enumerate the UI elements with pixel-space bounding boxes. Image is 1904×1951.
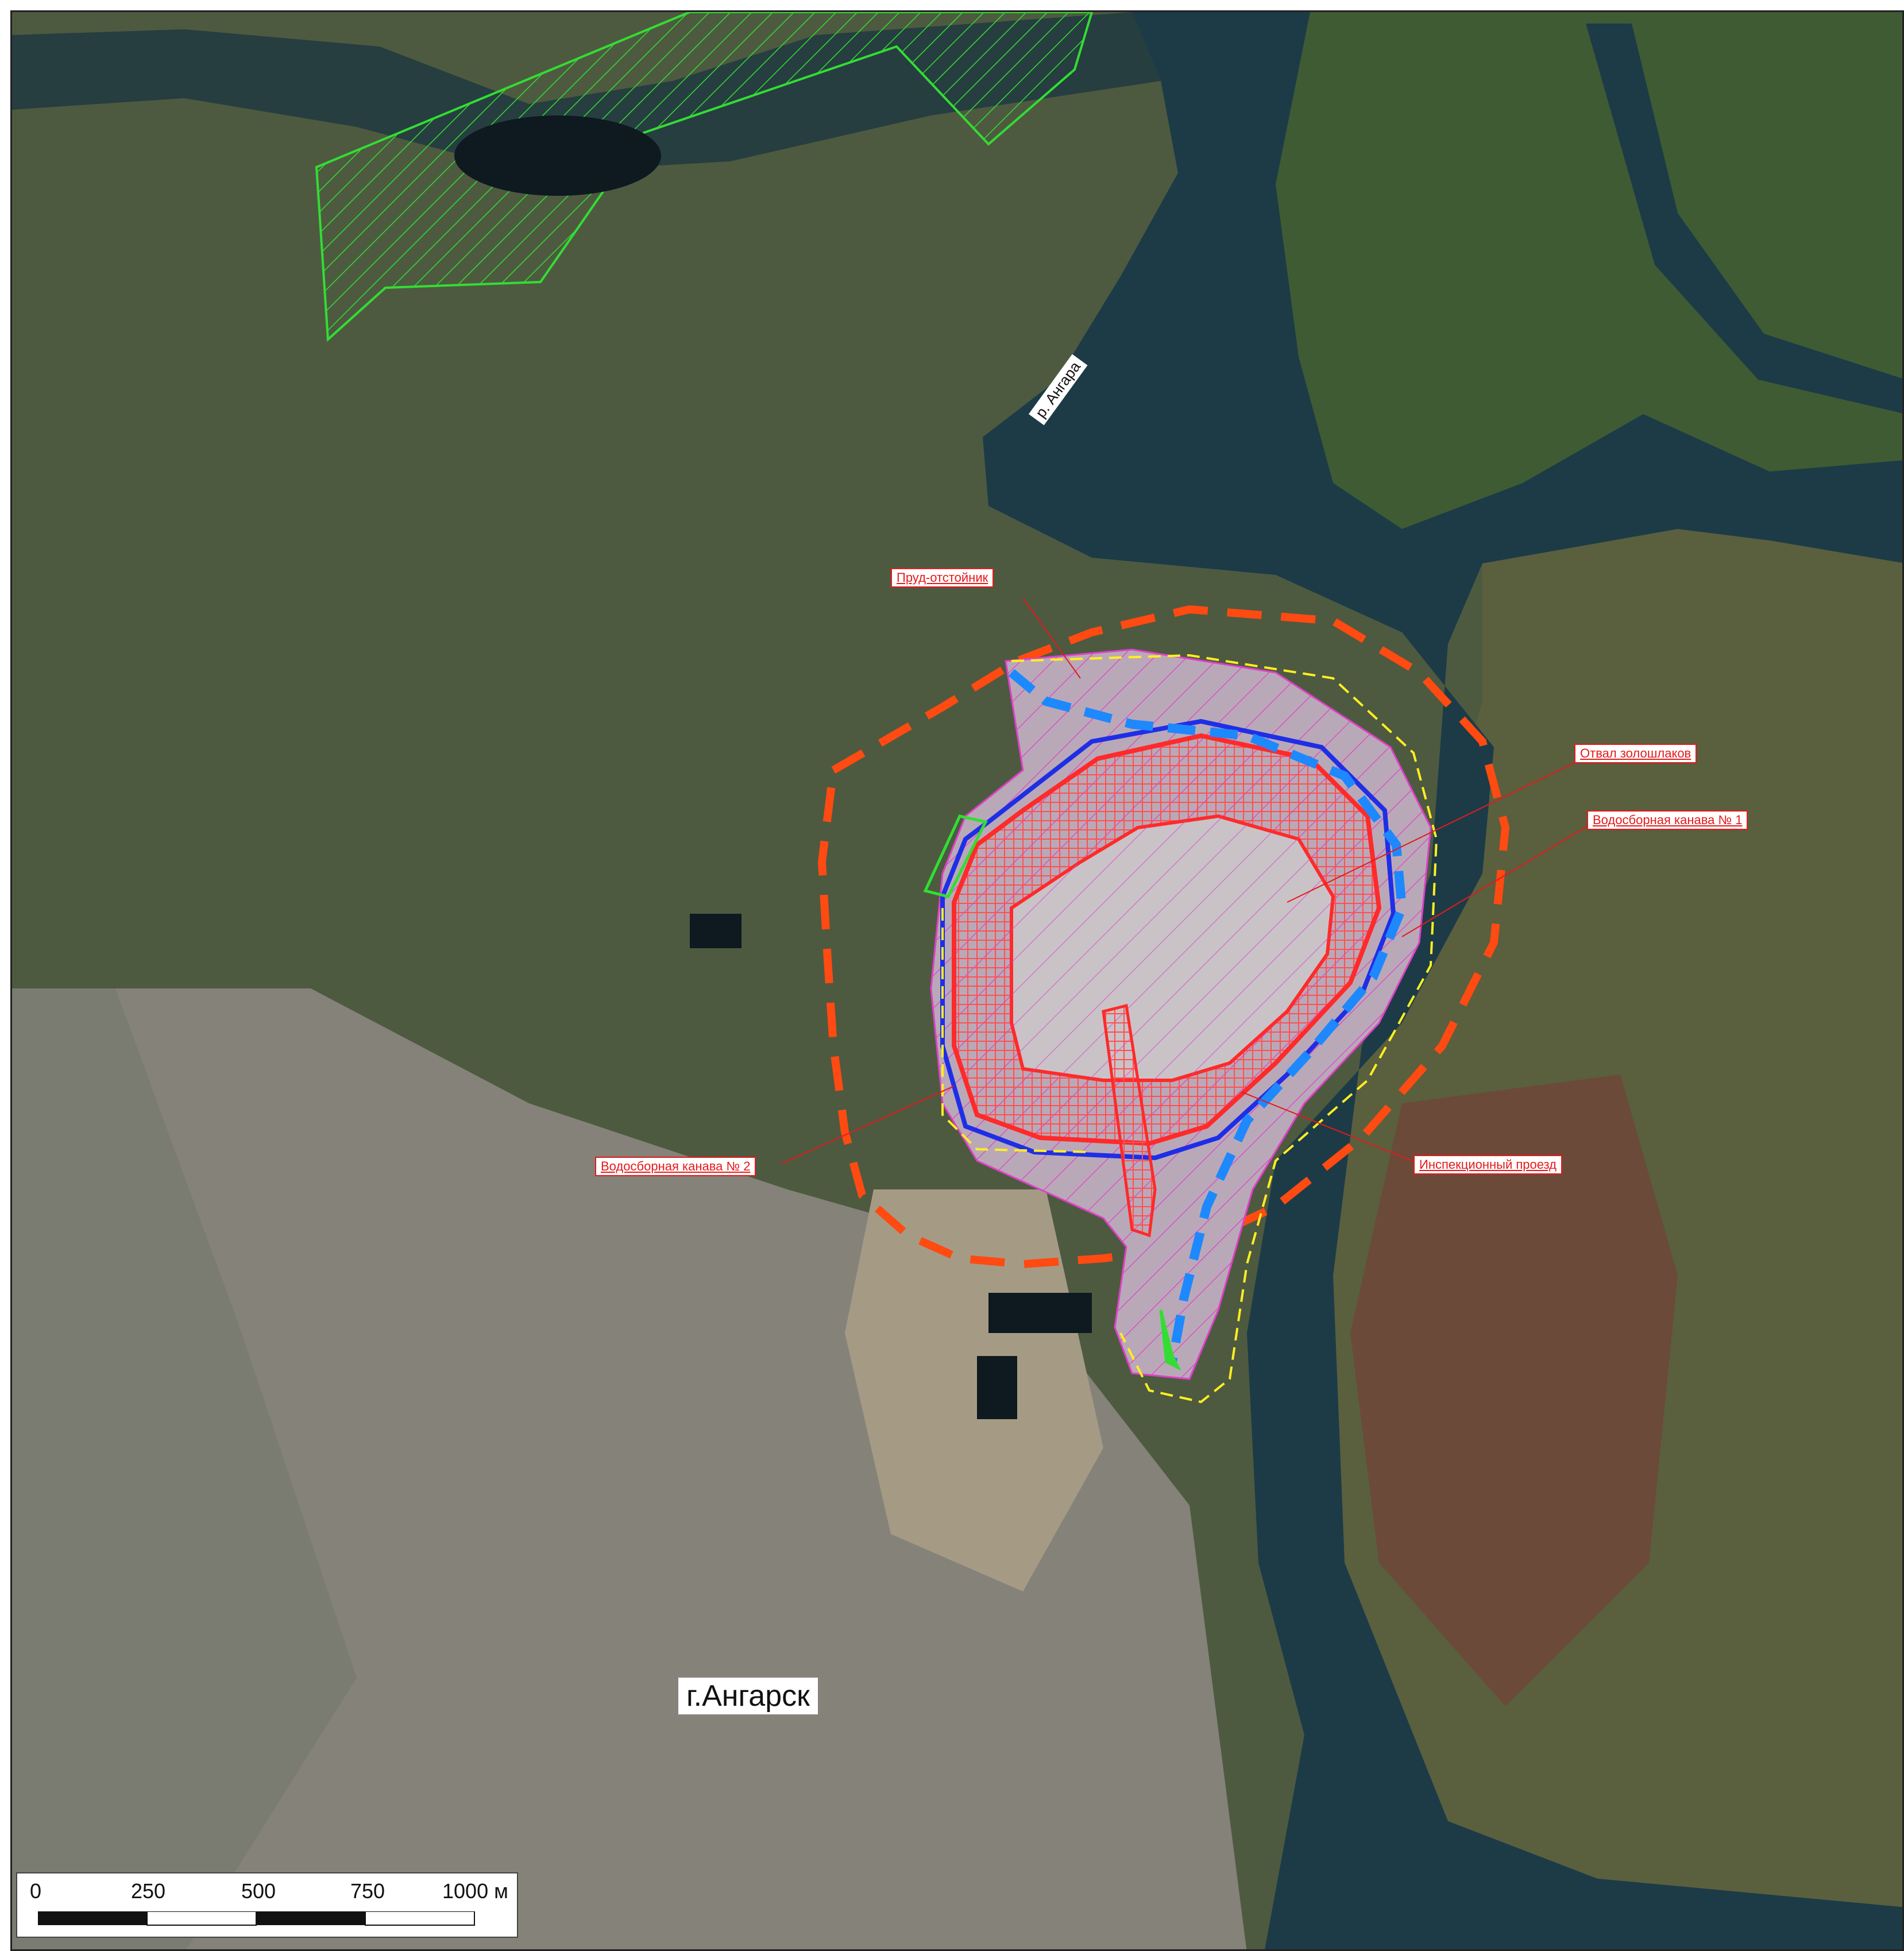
lake-north	[454, 115, 661, 196]
city-label: г.Ангарск	[678, 1678, 818, 1714]
scale-tick-250: 250	[131, 1879, 166, 1903]
dam-spur	[1102, 1003, 1157, 1238]
scale-tick-0: 0	[30, 1879, 42, 1903]
leader-pond	[1022, 597, 1081, 679]
pond-3	[690, 914, 741, 948]
pond-1	[988, 1293, 1092, 1333]
scale-bar-graphic	[38, 1911, 475, 1926]
satellite-map	[12, 12, 1902, 1949]
leader-ash-dump	[1287, 758, 1584, 903]
scale-bar: 0 250 500 750 1000 м	[16, 1872, 518, 1938]
label-pond: Пруд-отстойник	[891, 568, 994, 588]
pond-2	[977, 1356, 1017, 1419]
map-frame[interactable]: р. Ангара Пруд-отстойник Отвал золошлако…	[10, 10, 1904, 1951]
label-ash-dump: Отвал золошлаков	[1574, 744, 1697, 763]
green-plot	[923, 814, 988, 898]
sand-pit	[845, 1189, 1103, 1591]
inspection-dashed-line	[1008, 669, 1407, 1363]
leader-road	[1241, 1091, 1420, 1164]
outer-road	[1011, 654, 1438, 1404]
scale-tick-500: 500	[241, 1879, 276, 1903]
river-angara	[983, 12, 1902, 1949]
leader-ditch1	[1401, 821, 1595, 937]
label-ditch2: Водосборная канава № 2	[595, 1157, 756, 1176]
protected-zone	[315, 12, 1094, 342]
scale-tick-750: 750	[350, 1879, 385, 1903]
reddish-marsh	[1350, 1075, 1678, 1706]
leader-ditch2	[781, 1085, 955, 1164]
label-inspection-road: Инспекционный проезд	[1413, 1155, 1562, 1175]
label-ditch1: Водосборная канава № 1	[1587, 810, 1748, 830]
sanitary-zone-boundary	[817, 605, 1510, 1269]
island-north	[1276, 12, 1902, 529]
scale-tick-1000: 1000 м	[442, 1879, 508, 1903]
